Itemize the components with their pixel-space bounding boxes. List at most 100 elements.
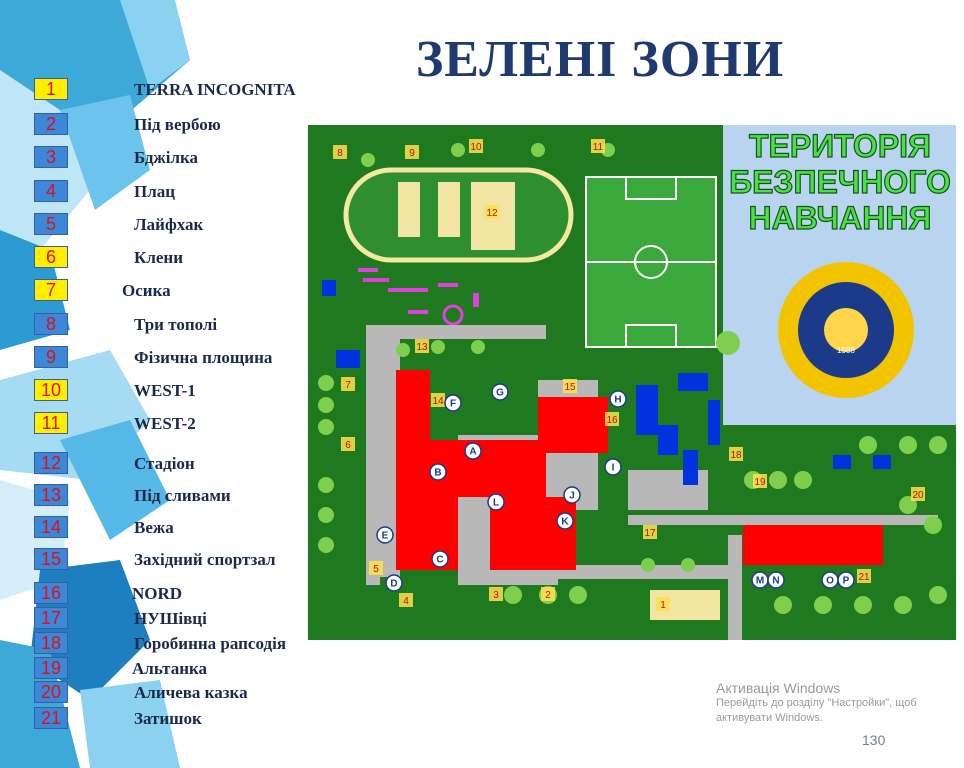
- court: [398, 182, 420, 237]
- entrance-label: P: [843, 576, 850, 587]
- zone-number-badge: 14: [34, 516, 68, 538]
- zone-marker-label: 8: [337, 148, 343, 159]
- zone-marker-label: 16: [606, 415, 618, 426]
- zone-name: WEST-1: [134, 381, 196, 400]
- zone-number-badge: 1: [34, 78, 68, 100]
- zone-number-badge: 18: [34, 632, 68, 654]
- banner-line-3: НАВЧАННЯ: [749, 200, 932, 236]
- zone-number-badge: 7: [34, 279, 68, 301]
- entrance-marker: [563, 486, 581, 504]
- zone-name: Аличева казка: [134, 683, 248, 702]
- entrance-marker: [376, 526, 394, 544]
- zone-marker-box: [541, 587, 555, 601]
- zone-number-badge: 5: [34, 213, 68, 235]
- zone-marker-box: [911, 487, 925, 501]
- zone-marker-label: 5: [373, 564, 379, 575]
- side-building: [743, 525, 883, 565]
- zone-name: Три тополі: [134, 315, 218, 334]
- entrance-label: F: [450, 399, 456, 410]
- zone-marker-label: 6: [345, 440, 351, 451]
- zone-marker-label: 20: [912, 490, 924, 501]
- entrance-marker: [464, 442, 482, 460]
- annex: [322, 280, 891, 485]
- zone-marker-label: 7: [345, 380, 351, 391]
- zone-marker-label: 15: [564, 382, 576, 393]
- zone-number-badge: 8: [34, 313, 68, 335]
- zone-marker-label: 14: [432, 396, 444, 407]
- zone-marker-box: [469, 139, 483, 153]
- college-emblem: 1988: [778, 262, 914, 398]
- entrance-label: K: [561, 517, 569, 528]
- zone-marker-box: [333, 145, 347, 159]
- entrance-marker: [837, 571, 855, 589]
- zone-number-badge: 17: [34, 607, 68, 629]
- zone-marker-box: [643, 525, 657, 539]
- zone-marker-box: [729, 447, 743, 461]
- zone-name: Затишок: [134, 709, 202, 728]
- zone-marker-label: 13: [416, 342, 428, 353]
- entrance-marker: [431, 550, 449, 568]
- entrance-label: L: [493, 498, 499, 509]
- zone-number-badge: 2: [34, 113, 68, 135]
- entrance-label: I: [612, 463, 615, 474]
- zone-name: Клени: [134, 248, 183, 267]
- entrance-label: C: [436, 555, 443, 566]
- entrance-label: O: [826, 576, 834, 587]
- zone-name: Лайфхак: [134, 215, 204, 234]
- entrance-marker: [556, 512, 574, 530]
- zone-marker-box: [369, 561, 383, 575]
- zone-number-badge: 19: [34, 657, 68, 679]
- zone-legend-item: 18 Горобинна рапсодія: [0, 632, 320, 656]
- zone-marker-box: [415, 339, 429, 353]
- zone-name: TERRA INCOGNITA: [134, 80, 296, 99]
- entrance-label: H: [614, 395, 621, 406]
- entrance-marker: [609, 390, 627, 408]
- zone-marker-label: 19: [754, 477, 766, 488]
- zone-number-badge: 4: [34, 180, 68, 202]
- playground: [358, 268, 479, 326]
- page-number: 130: [862, 732, 886, 748]
- zone-marker-box: [485, 205, 499, 219]
- entrance-marker: [429, 463, 447, 481]
- entrance-marker: [444, 394, 462, 412]
- zone-marker-label: 2: [545, 590, 551, 601]
- emblem-year: 1988: [837, 346, 855, 355]
- banner-line-2: БЕЗПЕЧНОГО: [729, 164, 951, 200]
- banner-line-1: ТЕРИТОРІЯ: [749, 128, 931, 164]
- zone-marker-box: [563, 379, 577, 393]
- entrance-label: G: [496, 388, 504, 399]
- entrance-marker: [767, 571, 785, 589]
- zone-name: Осика: [122, 281, 171, 300]
- zone-number-badge: 6: [34, 246, 68, 268]
- zone-name: Фізична площина: [134, 348, 273, 367]
- zone-marker-box: [605, 412, 619, 426]
- zone-name: Під сливами: [134, 486, 231, 505]
- entrance-label: N: [772, 576, 779, 587]
- watermark-subtitle: Перейдіть до розділу "Настройки", щоб ак…: [716, 697, 917, 724]
- zone-name: Горобинна рапсодія: [134, 634, 287, 653]
- zone-marker-box: [857, 569, 871, 583]
- zone-name: WEST-2: [134, 414, 196, 433]
- zone-marker-label: 11: [593, 142, 604, 153]
- zone-marker-box: [399, 593, 413, 607]
- zone-marker-box: [341, 437, 355, 451]
- campus-map: ТЕРИТОРІЯ БЕЗПЕЧНОГО НАВЧАННЯ 1988 12345…: [308, 125, 956, 640]
- zone-number-badge: 12: [34, 452, 68, 474]
- zone-legend-item: 1 TERRA INCOGNITA: [0, 78, 320, 102]
- zone-number-badge: 9: [34, 346, 68, 368]
- entrance-label: D: [390, 579, 397, 590]
- zone-marker-box: [656, 597, 670, 611]
- zone-marker-box: [341, 377, 355, 391]
- zone-marker-label: 17: [644, 528, 656, 539]
- court: [438, 182, 460, 237]
- zone-marker-label: 3: [493, 590, 499, 601]
- page-title: ЗЕЛЕНІ ЗОНИ: [415, 31, 785, 88]
